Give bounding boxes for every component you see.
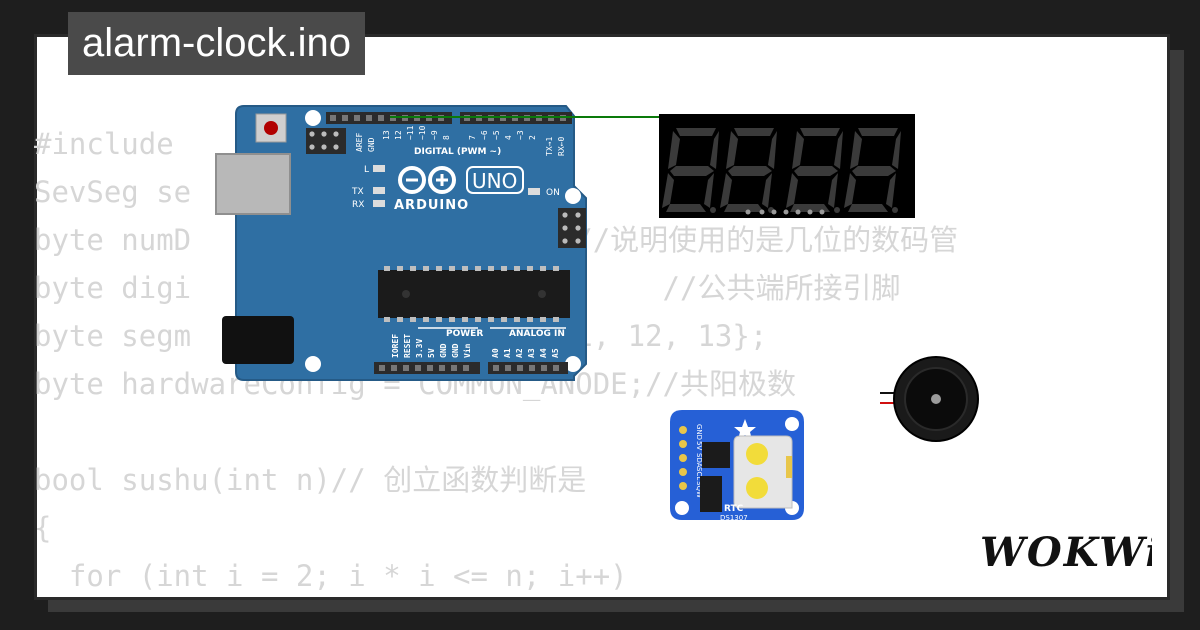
buzzer[interactable] <box>880 356 979 442</box>
code-line: byte numD //说明使用的是几位的数码管 <box>34 223 959 257</box>
uno-badge <box>466 166 524 194</box>
mounting-hole <box>565 188 581 204</box>
analog-label: ANALOG IN <box>509 329 565 339</box>
bottom-header-pins <box>379 365 559 371</box>
reset-button-cap <box>264 121 278 135</box>
pin-label-rx0: RX←0 <box>557 137 566 156</box>
pin-label-d4: 4 <box>504 135 513 140</box>
arduino-logo-symbols <box>406 174 448 186</box>
rtc-chip-label: DS1307 <box>720 514 748 522</box>
arduino-infinity-icon <box>398 166 456 194</box>
led-label-on: ON <box>546 188 560 198</box>
pin-label-d13: 13 <box>382 130 391 140</box>
icsp-header <box>306 128 346 154</box>
pin-label-a5: A5 <box>551 348 560 358</box>
pin-label-a2: A2 <box>515 348 524 358</box>
pin-label-5v: 5V <box>427 348 436 358</box>
rtc-pin-gnd: GND <box>695 424 703 440</box>
pin-label-ioref: IOREF <box>391 334 400 358</box>
rtc-pin-5v: 5V <box>695 441 703 450</box>
chip-dot <box>538 290 546 298</box>
pin-label-gnd2: GND <box>451 343 460 358</box>
led-rx <box>373 200 385 207</box>
display-segments <box>662 128 901 213</box>
pin-label-d9: ~9 <box>430 130 439 140</box>
buzzer-hole <box>931 394 941 404</box>
canvas-card <box>34 34 1170 600</box>
mounting-hole <box>565 356 581 372</box>
rtc-pin-scl: SCL <box>695 467 703 480</box>
icsp-header-right <box>558 208 586 248</box>
pin-label-d11: ~11 <box>406 125 415 140</box>
rtc-pin-sda: SDA <box>695 453 703 468</box>
pin-label-d3: ~3 <box>516 130 525 140</box>
code-line: bool sushu(int n)// 创立函数判断是 <box>34 463 587 497</box>
rtc-pins <box>679 426 687 490</box>
rtc-label: RTC <box>724 504 744 514</box>
wokwi-logo-text: WOKWi <box>980 529 1152 576</box>
pin-label-d7: 7 <box>468 135 477 140</box>
project-file-name: alarm-clock.ino <box>68 12 365 75</box>
board-brand: ARDUINO <box>394 198 469 213</box>
battery-cell-bottom <box>746 477 768 499</box>
pin-label-d12: 12 <box>394 130 403 140</box>
battery-contact <box>786 456 792 478</box>
usb-connector <box>215 153 291 215</box>
arduino-uno-board[interactable]: AREF GND 13 12 ~11 ~10 ~9 8 7 ~6 ~5 4 ~3… <box>215 105 587 381</box>
mounting-hole <box>305 356 321 372</box>
crystal <box>700 476 722 512</box>
chip-notch <box>402 290 410 298</box>
code-line: byte digi ; //公共端所接引脚 <box>34 271 901 305</box>
display-pins <box>745 209 825 215</box>
mounting-hole <box>785 417 799 431</box>
pin-label-a4: A4 <box>539 348 548 358</box>
digital-label: DIGITAL (PWM ~) <box>414 147 501 157</box>
pin-label-3v3: 3.3V <box>415 339 424 358</box>
pin-label-tx1: TX→1 <box>545 137 554 156</box>
code-line: { <box>34 511 52 545</box>
battery-cell-top <box>746 443 768 465</box>
power-label: POWER <box>446 329 483 339</box>
led-tx <box>373 187 385 194</box>
power-jack <box>222 316 294 364</box>
pin-label-a0: A0 <box>491 348 500 358</box>
pin-label-gnd: GND <box>367 137 376 152</box>
pin-label-a3: A3 <box>527 348 536 358</box>
pin-label-reset: RESET <box>403 334 412 358</box>
led-on <box>528 188 540 195</box>
pin-label-d5: ~5 <box>492 130 501 140</box>
chip-legs <box>384 266 559 322</box>
ds1307-chip <box>702 442 730 468</box>
wokwi-logo: WOKWi <box>980 529 1152 576</box>
led-label-rx: RX <box>352 200 364 210</box>
led-l <box>373 165 385 172</box>
pin-label-a1: A1 <box>503 348 512 358</box>
pin-label-d2: 2 <box>528 135 537 140</box>
code-line: SevSeg se <box>34 175 192 209</box>
mounting-hole <box>305 110 321 126</box>
led-label-l: L <box>364 165 369 175</box>
pin-label-d6: ~6 <box>480 130 489 140</box>
mounting-hole <box>675 501 689 515</box>
star-icon <box>734 419 756 440</box>
pin-label-d8: 8 <box>442 135 451 140</box>
code-line: for (int i = 2; i * i <= n; i++) <box>34 559 628 593</box>
pin-label-vin: Vin <box>462 343 472 358</box>
code-line: #include <box>34 127 174 161</box>
rtc-module[interactable]: GND 5V SDA SCL SQW RTC DS1307 <box>670 410 804 522</box>
rtc-pin-sqw: SQW <box>695 481 703 498</box>
pin-label-aref: AREF <box>355 133 364 152</box>
pin-label-d10: ~10 <box>418 125 427 140</box>
seven-segment-display[interactable] <box>659 114 915 218</box>
led-label-tx: TX <box>351 187 364 197</box>
pin-label-gnd1: GND <box>439 343 448 358</box>
board-model: UNO <box>472 169 517 193</box>
